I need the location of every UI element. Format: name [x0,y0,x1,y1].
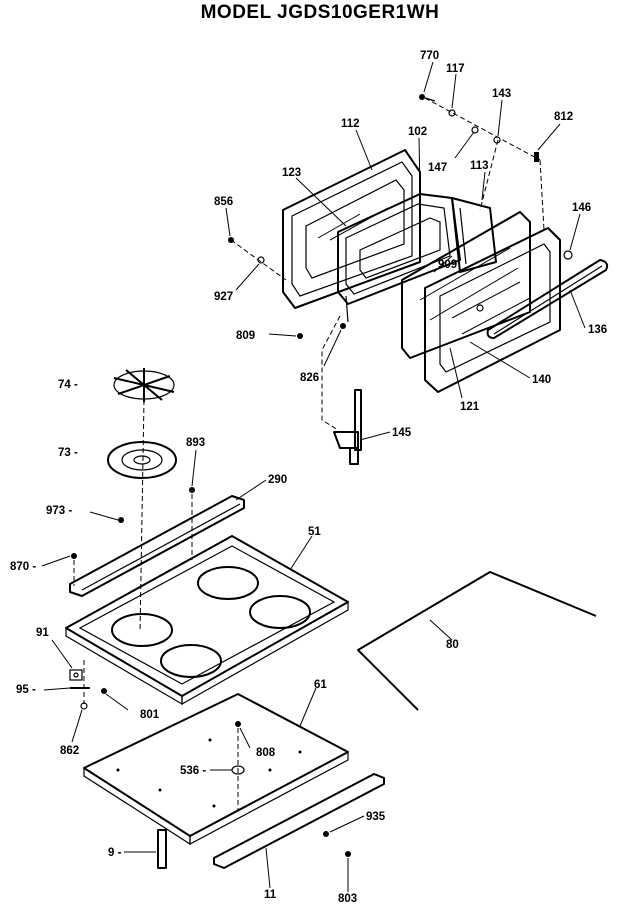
support-rod-80 [357,571,597,711]
label-147: 147 [428,162,447,174]
screw-826 [340,323,346,329]
washer-117 [448,109,456,117]
label-909: 909 [438,259,457,271]
leader-lines [41,61,586,892]
label-803: 803 [338,893,357,905]
label-870: 870 - [10,561,36,573]
label-893: 893 [186,437,205,449]
drip-pan-73 [107,441,177,479]
screw-770 [419,94,436,102]
label-9: 9 - [108,847,122,859]
label-123: 123 [282,167,301,179]
part-labels: 770 117 143 812 112 102 147 113 123 856 … [10,50,607,905]
label-113: 113 [470,160,489,172]
screw-146 [563,250,573,260]
label-136: 136 [588,324,607,336]
screw-935 [323,831,329,837]
label-801: 801 [140,709,160,721]
burner-grate-74 [113,368,175,402]
label-862: 862 [60,745,79,757]
rail-290 [69,495,245,597]
label-927: 927 [214,291,233,303]
label-935: 935 [366,811,386,823]
label-51: 51 [308,526,321,538]
bottom-rail-11 [213,773,385,869]
label-80: 80 [446,639,459,651]
cooktop-51 [65,535,349,706]
burner-opening-front-left [111,613,173,647]
door-panel-102 [337,193,461,323]
label-809: 809 [236,330,255,342]
label-112: 112 [341,118,360,130]
screw-809-door [297,333,303,339]
leveling-leg-9 [157,829,167,869]
label-121: 121 [460,401,480,413]
label-102: 102 [408,126,427,138]
label-143: 143 [492,88,511,100]
clip-147 [471,126,479,134]
label-61: 61 [314,679,327,691]
label-290: 290 [268,474,287,486]
door-handle-136 [486,259,609,339]
burner-opening-front-right [160,644,222,678]
screw-808 [235,721,241,727]
label-11: 11 [264,889,277,901]
screw-812 [534,152,539,162]
label-770: 770 [420,50,439,62]
hinge-bracket-91 [69,669,83,681]
label-146: 146 [572,202,591,214]
label-145: 145 [392,427,412,439]
label-812: 812 [554,111,573,123]
label-826: 826 [300,372,319,384]
label-74: 74 - [58,379,78,391]
screw-893 [189,487,195,493]
door-front-140 [424,227,561,393]
label-536: 536 - [180,765,206,777]
screw-801 [101,688,107,694]
screw-870 [71,553,77,559]
burner-opening-rear-right [249,595,311,629]
label-140: 140 [532,374,551,386]
screw-803 [345,851,351,857]
door-frame-112 [282,149,421,309]
label-73: 73 - [58,447,78,459]
glass-panel-909 [401,211,531,359]
model-title: MODEL JGDS10GER1WH [200,2,440,23]
burner-opening-rear-left [197,566,259,600]
label-808: 808 [256,747,276,759]
door-liner-113 [451,197,497,273]
door-hinge-145 [321,315,362,465]
bottom-pan-61 [83,693,349,846]
label-117: 117 [446,63,465,75]
label-95: 95 - [16,684,36,696]
label-973: 973 - [46,505,72,517]
screw-973 [118,517,124,523]
label-856: 856 [214,196,233,208]
label-91: 91 [36,627,49,639]
